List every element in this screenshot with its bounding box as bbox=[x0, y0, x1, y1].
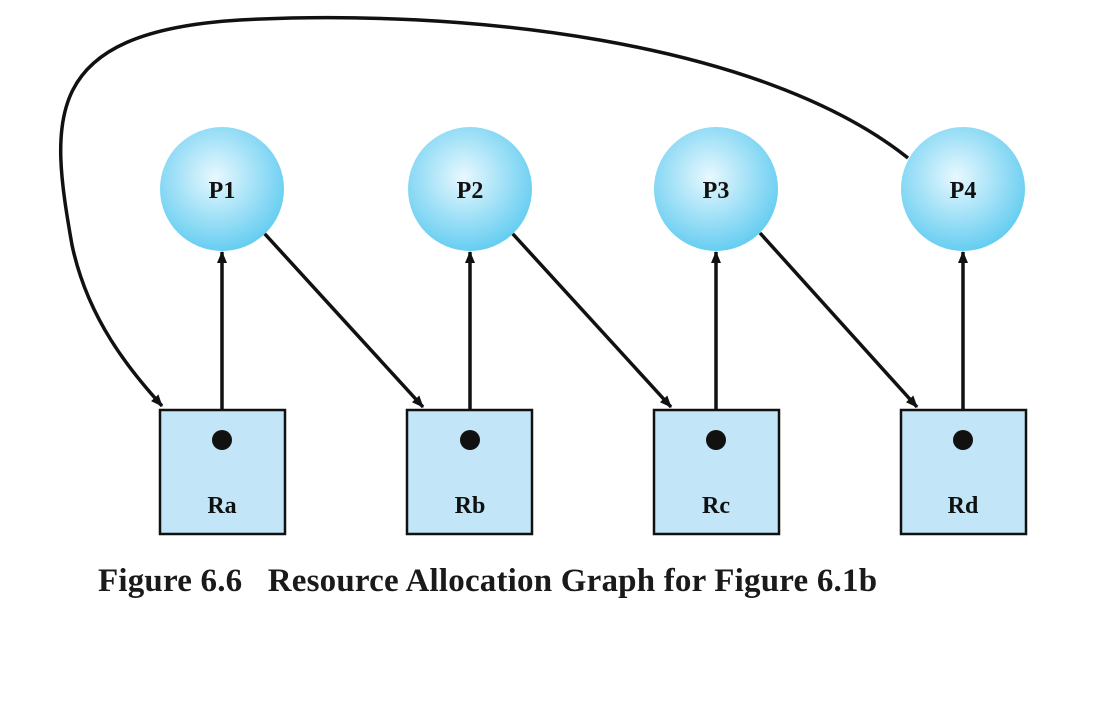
resource-label: Rc bbox=[702, 493, 730, 519]
resource-instance-dot bbox=[460, 430, 480, 450]
figure-caption: Figure 6.6 Resource Allocation Graph for… bbox=[98, 563, 878, 599]
resource-rc: Rc bbox=[652, 408, 781, 536]
process-p3: P3 bbox=[654, 127, 778, 251]
edge-p4-to-ra bbox=[58, 15, 910, 408]
resource-label: Ra bbox=[207, 493, 236, 519]
process-label: P2 bbox=[457, 178, 484, 204]
resource-rb: Rb bbox=[405, 408, 534, 536]
resource-rd: Rd bbox=[899, 408, 1028, 536]
process-p4: P4 bbox=[901, 127, 1025, 251]
edge-p3-to-rd bbox=[758, 231, 919, 409]
edge-p2-to-rc bbox=[510, 231, 673, 409]
resource-label: Rd bbox=[948, 493, 979, 519]
resource-label: Rb bbox=[455, 493, 486, 519]
process-label: P1 bbox=[209, 178, 236, 204]
process-label: P4 bbox=[950, 178, 977, 204]
resource-instance-dot bbox=[212, 430, 232, 450]
process-p1: P1 bbox=[160, 127, 284, 251]
resource-instance-dot bbox=[953, 430, 973, 450]
edge-p1-to-rb bbox=[262, 231, 425, 409]
process-label: P3 bbox=[703, 178, 730, 204]
resource-instance-dot bbox=[706, 430, 726, 450]
process-p2: P2 bbox=[408, 127, 532, 251]
resource-ra: Ra bbox=[158, 408, 287, 536]
